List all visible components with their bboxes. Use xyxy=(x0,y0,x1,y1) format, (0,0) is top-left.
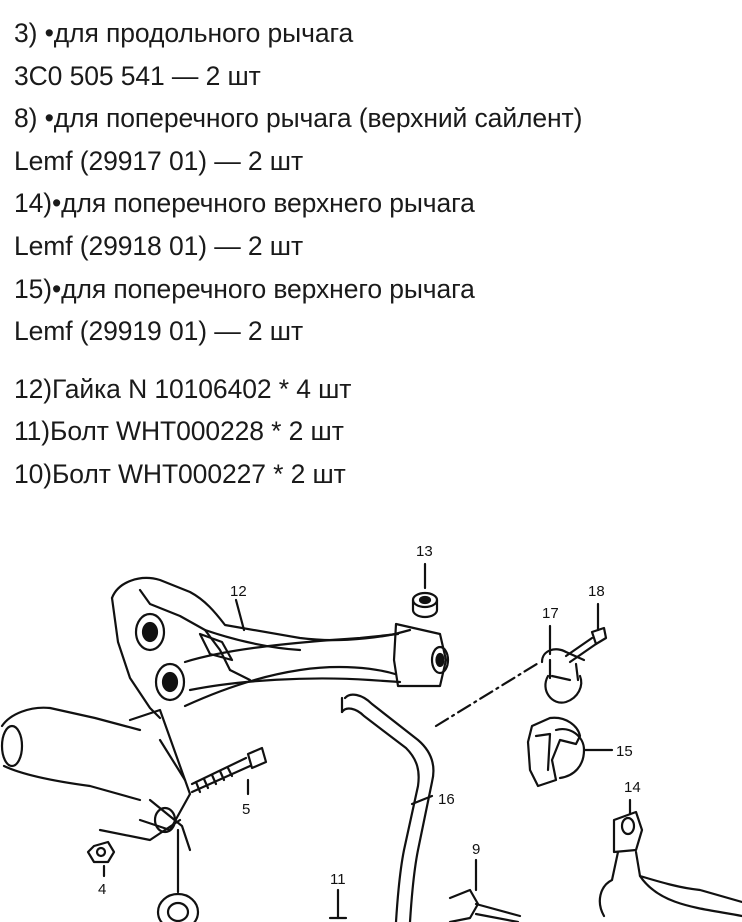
parts-line-1: 3) •для продольного рычага xyxy=(14,18,354,48)
spacer xyxy=(14,353,734,368)
stabilizer-bar-16 xyxy=(340,693,435,922)
callout-4: 4 xyxy=(98,881,106,898)
callout-9: 9 xyxy=(472,841,480,858)
upper-tube xyxy=(183,622,450,692)
callout-16: 16 xyxy=(438,791,455,808)
callout-15: 15 xyxy=(616,743,633,760)
callout-11: 11 xyxy=(330,871,346,888)
callout-14: 14 xyxy=(624,779,641,796)
parts-line-6: Lemf (29918 01) — 2 шт xyxy=(14,230,303,261)
parts-line-11: 10)Болт WHT000227 * 2 шт xyxy=(14,458,346,489)
nut-4 xyxy=(86,840,116,864)
parts-line-7: 15)•для поперечного верхнего рычага xyxy=(14,273,475,304)
suspension-diagram: 13 12 17 18 15 5 16 14 9 11 4 xyxy=(0,530,742,922)
coupling-link-9 xyxy=(448,858,522,922)
bushing-15 xyxy=(526,716,614,788)
parts-line-3: 8) •для поперечного рычага (верхний сайл… xyxy=(14,103,583,134)
parts-line-9: 12)Гайка N 10106402 * 4 шт xyxy=(14,373,352,404)
bottom-bushing xyxy=(156,828,200,922)
parts-line-8: Lemf (29919 01) — 2 шт xyxy=(14,316,303,347)
assembly-line xyxy=(434,660,542,728)
longitudinal-arm xyxy=(0,706,192,852)
bushing-13 xyxy=(411,562,439,619)
bracket-17 xyxy=(540,624,586,704)
bolt-11 xyxy=(328,888,348,920)
parts-line-10: 11)Болт WHT000228 * 2 шт xyxy=(14,416,344,447)
callout-12: 12 xyxy=(230,583,247,600)
parts-line-4: Lemf (29917 01) — 2 шт xyxy=(14,145,303,176)
parts-line-5: 14)•для поперечного верхнего рычага xyxy=(14,188,475,219)
callout-13: 13 xyxy=(416,543,433,560)
parts-list: 3) •для продольного рычага 3C0 505 541 —… xyxy=(14,12,734,496)
screw-18 xyxy=(564,602,608,664)
callout-18: 18 xyxy=(588,583,605,600)
bolt-5 xyxy=(190,746,268,794)
callout-17: 17 xyxy=(542,605,559,622)
leader-lines xyxy=(102,598,434,878)
parts-line-2: 3C0 505 541 — 2 шт xyxy=(14,60,261,91)
link-14 xyxy=(598,798,742,918)
callout-5: 5 xyxy=(242,801,250,818)
